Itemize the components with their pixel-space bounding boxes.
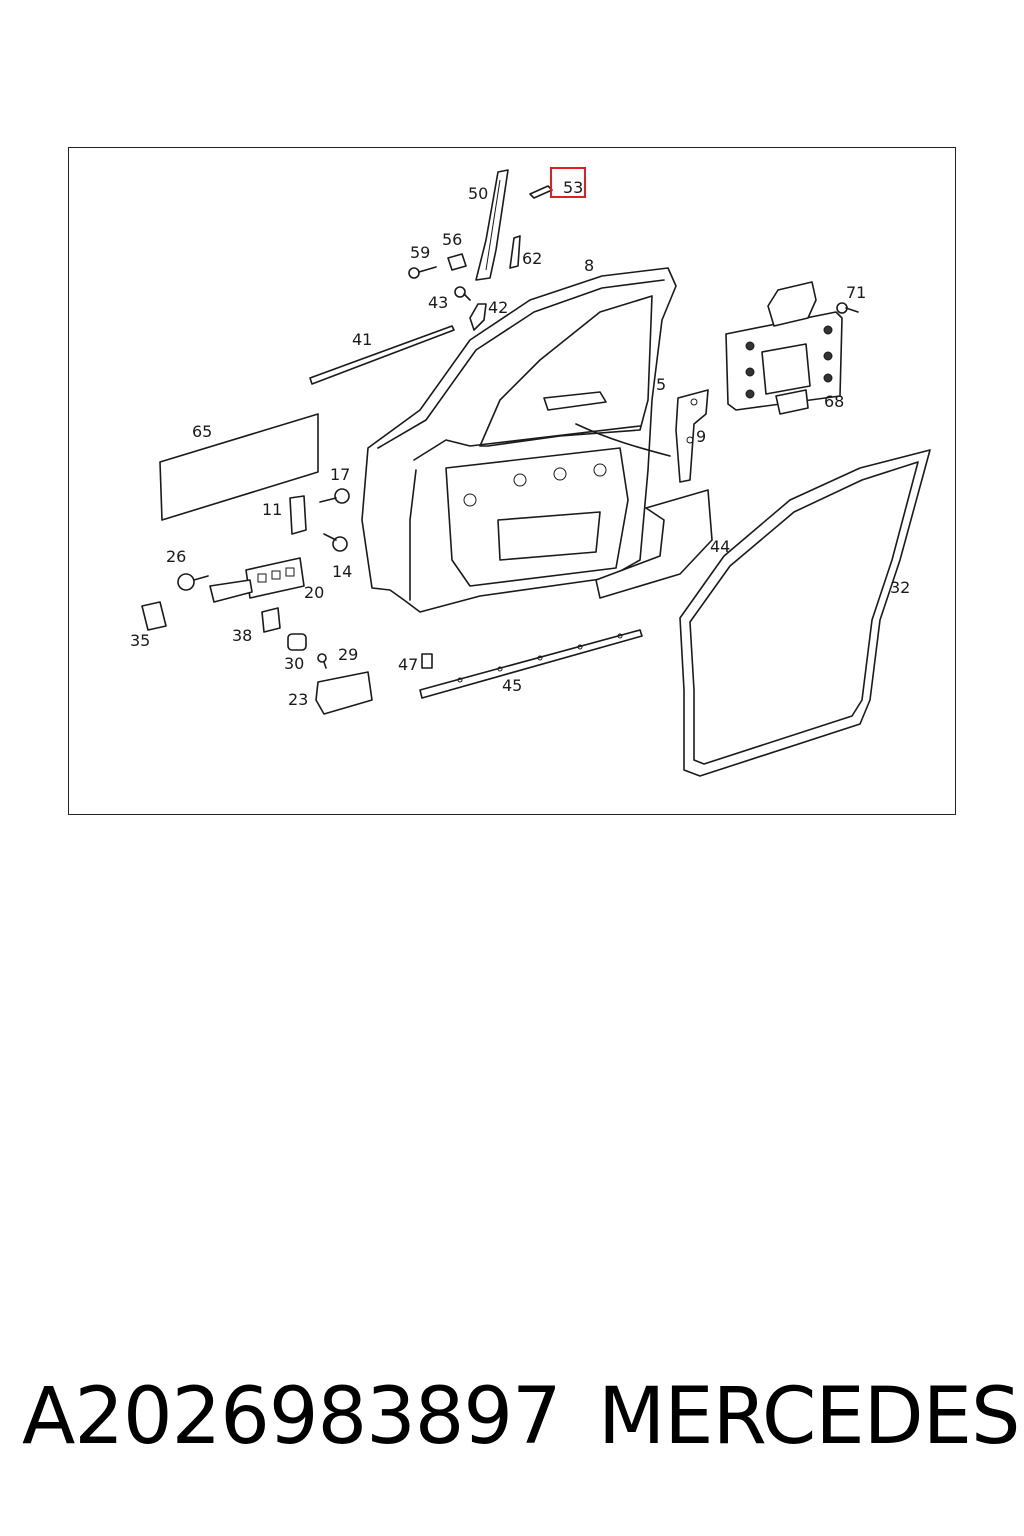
part-20-door-check bbox=[209, 557, 305, 603]
callout-59: 59 bbox=[410, 243, 430, 262]
part-65-sheet bbox=[159, 413, 319, 521]
part-11-hinge bbox=[289, 495, 307, 535]
highlight-box-53 bbox=[550, 167, 586, 198]
part-8-door-frame bbox=[361, 267, 677, 613]
callout-17: 17 bbox=[330, 465, 350, 484]
part-56-bracket bbox=[447, 253, 467, 271]
part-68-control-module bbox=[725, 281, 843, 415]
callout-68: 68 bbox=[824, 392, 844, 411]
part-9-bracket bbox=[675, 389, 709, 483]
callout-35: 35 bbox=[130, 631, 150, 650]
part-32-door-seal bbox=[679, 449, 931, 777]
callout-41: 41 bbox=[352, 330, 372, 349]
callout-56: 56 bbox=[442, 230, 462, 249]
part-38-clip bbox=[261, 607, 281, 633]
callout-20: 20 bbox=[304, 583, 324, 602]
callout-32: 32 bbox=[890, 578, 910, 597]
part-23-end-cap bbox=[315, 671, 373, 715]
part-45-sill-strip bbox=[419, 629, 643, 699]
callout-9: 9 bbox=[696, 427, 706, 446]
part-41-belt-strip bbox=[309, 325, 455, 385]
part-17-bolt bbox=[319, 488, 350, 504]
callout-65: 65 bbox=[192, 422, 212, 441]
brand-name: MERCEDES bbox=[598, 1372, 1020, 1462]
callout-62: 62 bbox=[522, 249, 542, 268]
part-71-bolt bbox=[836, 302, 859, 314]
caption: A2026983897 MERCEDES bbox=[0, 1372, 1024, 1462]
callout-5: 5 bbox=[656, 375, 666, 394]
callout-71: 71 bbox=[846, 283, 866, 302]
part-62-trim bbox=[509, 235, 521, 269]
part-43-bolt bbox=[454, 286, 471, 301]
callout-53: 53 bbox=[563, 178, 583, 197]
part-14-bolt bbox=[323, 533, 348, 552]
part-50-pillar-trim bbox=[475, 169, 509, 281]
part-26-bolt bbox=[177, 573, 209, 591]
part-44-lower-trim bbox=[595, 489, 713, 599]
callout-23: 23 bbox=[288, 690, 308, 709]
callout-44: 44 bbox=[710, 537, 730, 556]
part-30-grommet bbox=[287, 633, 307, 651]
part-47-nut bbox=[421, 653, 433, 669]
part-59-screw bbox=[408, 266, 437, 279]
callout-45: 45 bbox=[502, 676, 522, 695]
callout-30: 30 bbox=[284, 654, 304, 673]
callout-29: 29 bbox=[338, 645, 358, 664]
callout-38: 38 bbox=[232, 626, 252, 645]
part-5-inner-panel bbox=[445, 391, 671, 587]
callout-43: 43 bbox=[428, 293, 448, 312]
part-42-bracket bbox=[469, 303, 487, 331]
part-53-clip bbox=[529, 185, 553, 199]
callout-26: 26 bbox=[166, 547, 186, 566]
callout-8: 8 bbox=[584, 256, 594, 275]
callout-11: 11 bbox=[262, 500, 282, 519]
part-number: A2026983897 bbox=[22, 1372, 562, 1462]
callout-50: 50 bbox=[468, 184, 488, 203]
part-35-stopper bbox=[141, 601, 167, 631]
diagram-frame bbox=[68, 147, 956, 815]
callout-47: 47 bbox=[398, 655, 418, 674]
callout-42: 42 bbox=[488, 298, 508, 317]
callout-14: 14 bbox=[332, 562, 352, 581]
part-29-screw bbox=[317, 653, 327, 669]
